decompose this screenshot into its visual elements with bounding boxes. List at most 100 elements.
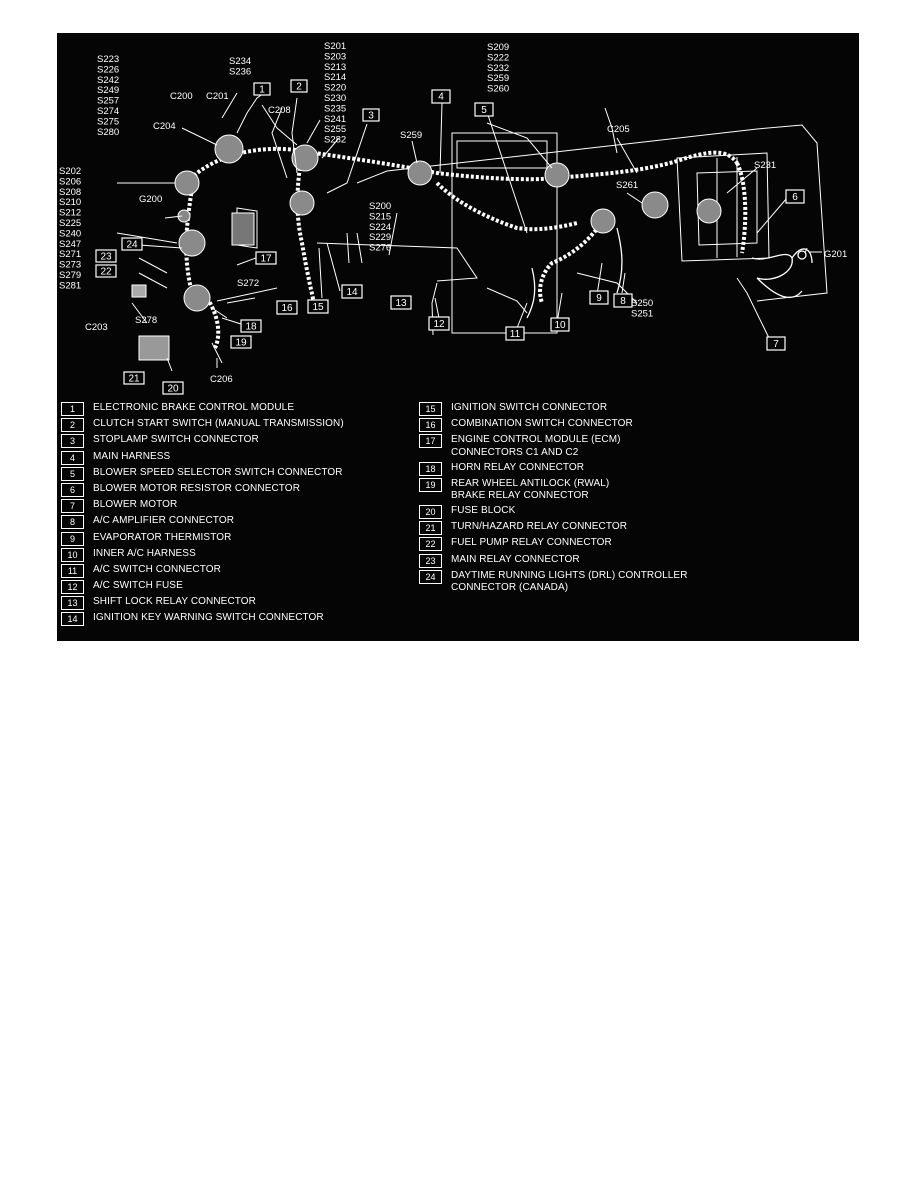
label-s231: S231 (754, 160, 776, 171)
splice-id: S251 (631, 308, 653, 319)
legend-description: MAIN HARNESS (93, 450, 171, 462)
ground-eyelet-shape (797, 250, 807, 260)
svg-text:13: 13 (395, 298, 407, 309)
splice-id: S281 (59, 280, 81, 291)
splice-pack (407, 160, 433, 186)
label-g201: G201 (824, 249, 847, 260)
legend-description: FUEL PUMP RELAY CONNECTOR (451, 537, 612, 549)
legend-description: HORN RELAY CONNECTOR (451, 461, 585, 473)
splice-id: S229 (369, 232, 391, 243)
svg-text:12: 12 (433, 319, 445, 330)
splice-id: S250 (631, 298, 653, 309)
connector-shape (131, 284, 147, 298)
callout-5: 5 (474, 102, 494, 117)
splice-id: S271 (59, 249, 81, 260)
legend-description: EVAPORATOR THERMISTOR (93, 531, 232, 543)
legend-description: IGNITION SWITCH CONNECTOR (451, 402, 608, 413)
svg-text:21: 21 (128, 374, 140, 385)
callout-23: 23 (95, 249, 117, 263)
legend-description: IGNITION KEY WARNING SWITCH CONNECTOR (93, 612, 324, 624)
svg-text:10: 10 (554, 320, 566, 331)
svg-text:24: 24 (126, 240, 138, 251)
legend-number-box: 11 (61, 563, 84, 578)
splice-id: S275 (97, 116, 119, 127)
legend-description: TURN/HAZARD RELAY CONNECTOR (451, 521, 628, 533)
callout-11: 11 (505, 326, 525, 341)
legend-description: CLUTCH START SWITCH (MANUAL TRANSMISSION… (93, 418, 344, 430)
callout-22: 22 (95, 264, 117, 278)
label-s272: S272 (237, 278, 259, 289)
splice-pack (641, 191, 669, 219)
splice-id: S223 (97, 54, 119, 65)
label-c205: C205 (607, 124, 630, 135)
callout-9: 9 (589, 290, 609, 305)
splice-id: S202 (59, 166, 81, 177)
legend-number-box: 5 (61, 466, 84, 481)
callout-20: 20 (162, 381, 184, 395)
splice-id: S236 (229, 66, 251, 77)
legend-number-box: 4 (61, 450, 84, 465)
splice-pack (590, 208, 616, 234)
svg-text:18: 18 (245, 322, 257, 333)
splice-id: S224 (369, 222, 391, 233)
splice-id: S206 (59, 176, 81, 187)
splice-id: S230 (324, 93, 346, 104)
callout-3: 3 (362, 108, 380, 122)
splice-id: S255 (324, 124, 346, 135)
legend-description: ELECTRONIC BRAKE CONTROL MODULE (93, 402, 295, 413)
svg-text:20: 20 (167, 384, 179, 395)
splice-pack (178, 229, 206, 257)
svg-text:1: 1 (259, 85, 265, 96)
splice-pack (289, 190, 315, 216)
legend-description: ENGINE CONTROL MODULE (ECM) CONNECTORS C… (451, 434, 621, 458)
label-c203: C203 (85, 322, 108, 333)
fuse-block-shape (138, 335, 170, 361)
splice-id: S212 (59, 208, 81, 219)
splice-id: S220 (324, 83, 346, 94)
splice-id: S279 (59, 270, 81, 281)
label-s261: S261 (616, 180, 638, 191)
label-s259: S259 (400, 130, 422, 141)
splice-id: S222 (487, 52, 509, 63)
legend-description: BLOWER MOTOR (93, 499, 178, 511)
legend-number-box: 10 (61, 547, 84, 562)
legend-number-box: 19 (419, 477, 442, 492)
leader-lines (116, 90, 808, 372)
legend-number-box: 3 (61, 434, 84, 449)
legend-description: FUSE BLOCK (451, 504, 516, 516)
legend-description: A/C AMPLIFIER CONNECTOR (93, 515, 235, 527)
splice-pack (291, 144, 319, 172)
svg-text:9: 9 (596, 293, 602, 304)
callout-1: 1 (253, 82, 271, 96)
splice-id: S273 (59, 260, 81, 271)
splice-id: S247 (59, 239, 81, 250)
svg-text:11: 11 (510, 329, 521, 340)
splice-id: S210 (59, 197, 81, 208)
svg-text:16: 16 (281, 303, 293, 314)
svg-text:7: 7 (773, 339, 779, 350)
callout-14: 14 (341, 284, 363, 299)
legend-description: MAIN RELAY CONNECTOR (451, 553, 580, 565)
callout-18: 18 (240, 319, 262, 333)
splice-id: S259 (487, 73, 509, 84)
legend-description: COMBINATION SWITCH CONNECTOR (451, 418, 633, 430)
legend-number-box: 2 (61, 418, 84, 433)
label-g200: G200 (139, 194, 162, 205)
svg-text:5: 5 (481, 105, 487, 116)
